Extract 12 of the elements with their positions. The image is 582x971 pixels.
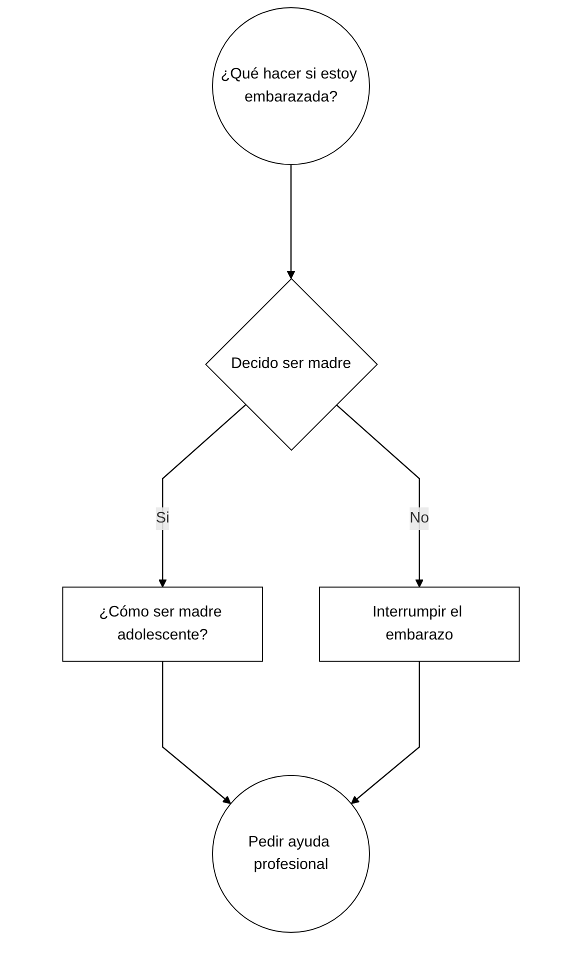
arrow — [158, 404, 246, 588]
arrow — [162, 661, 232, 804]
node-diamond: Decido ser madre — [205, 278, 378, 451]
arrow — [286, 164, 296, 280]
node-box: Interrumpir el embarazo — [319, 586, 520, 662]
arrow — [350, 661, 420, 804]
arrow — [336, 404, 424, 588]
edge-label: No — [410, 510, 430, 526]
node-circle: Pedir ayuda profesional — [212, 774, 370, 933]
node-box: ¿Cómo ser madre adolescente? — [62, 586, 263, 662]
node-circle: ¿Qué hacer si estoy embarazada? — [212, 7, 370, 166]
edge-label: Si — [156, 510, 170, 526]
